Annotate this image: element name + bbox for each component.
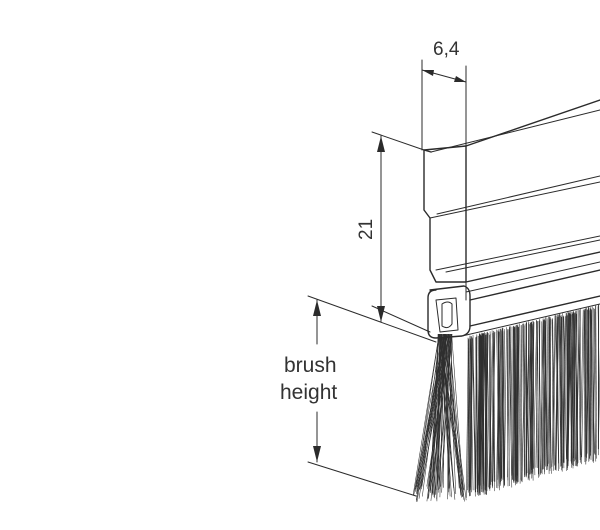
brush-height-dimension [307, 295, 437, 497]
width-dimension-label: 6,4 [433, 39, 460, 60]
brush-bristles [412, 304, 600, 502]
height-dimension-label: 21 [356, 219, 377, 240]
brush-height-label-line2: height [280, 381, 337, 404]
brush-height-label-line1: brush [284, 354, 337, 377]
brush-holder-channel [427, 269, 600, 339]
height-dimension [371, 131, 431, 333]
width-dimension [421, 59, 467, 151]
aluminium-profile [423, 99, 600, 301]
